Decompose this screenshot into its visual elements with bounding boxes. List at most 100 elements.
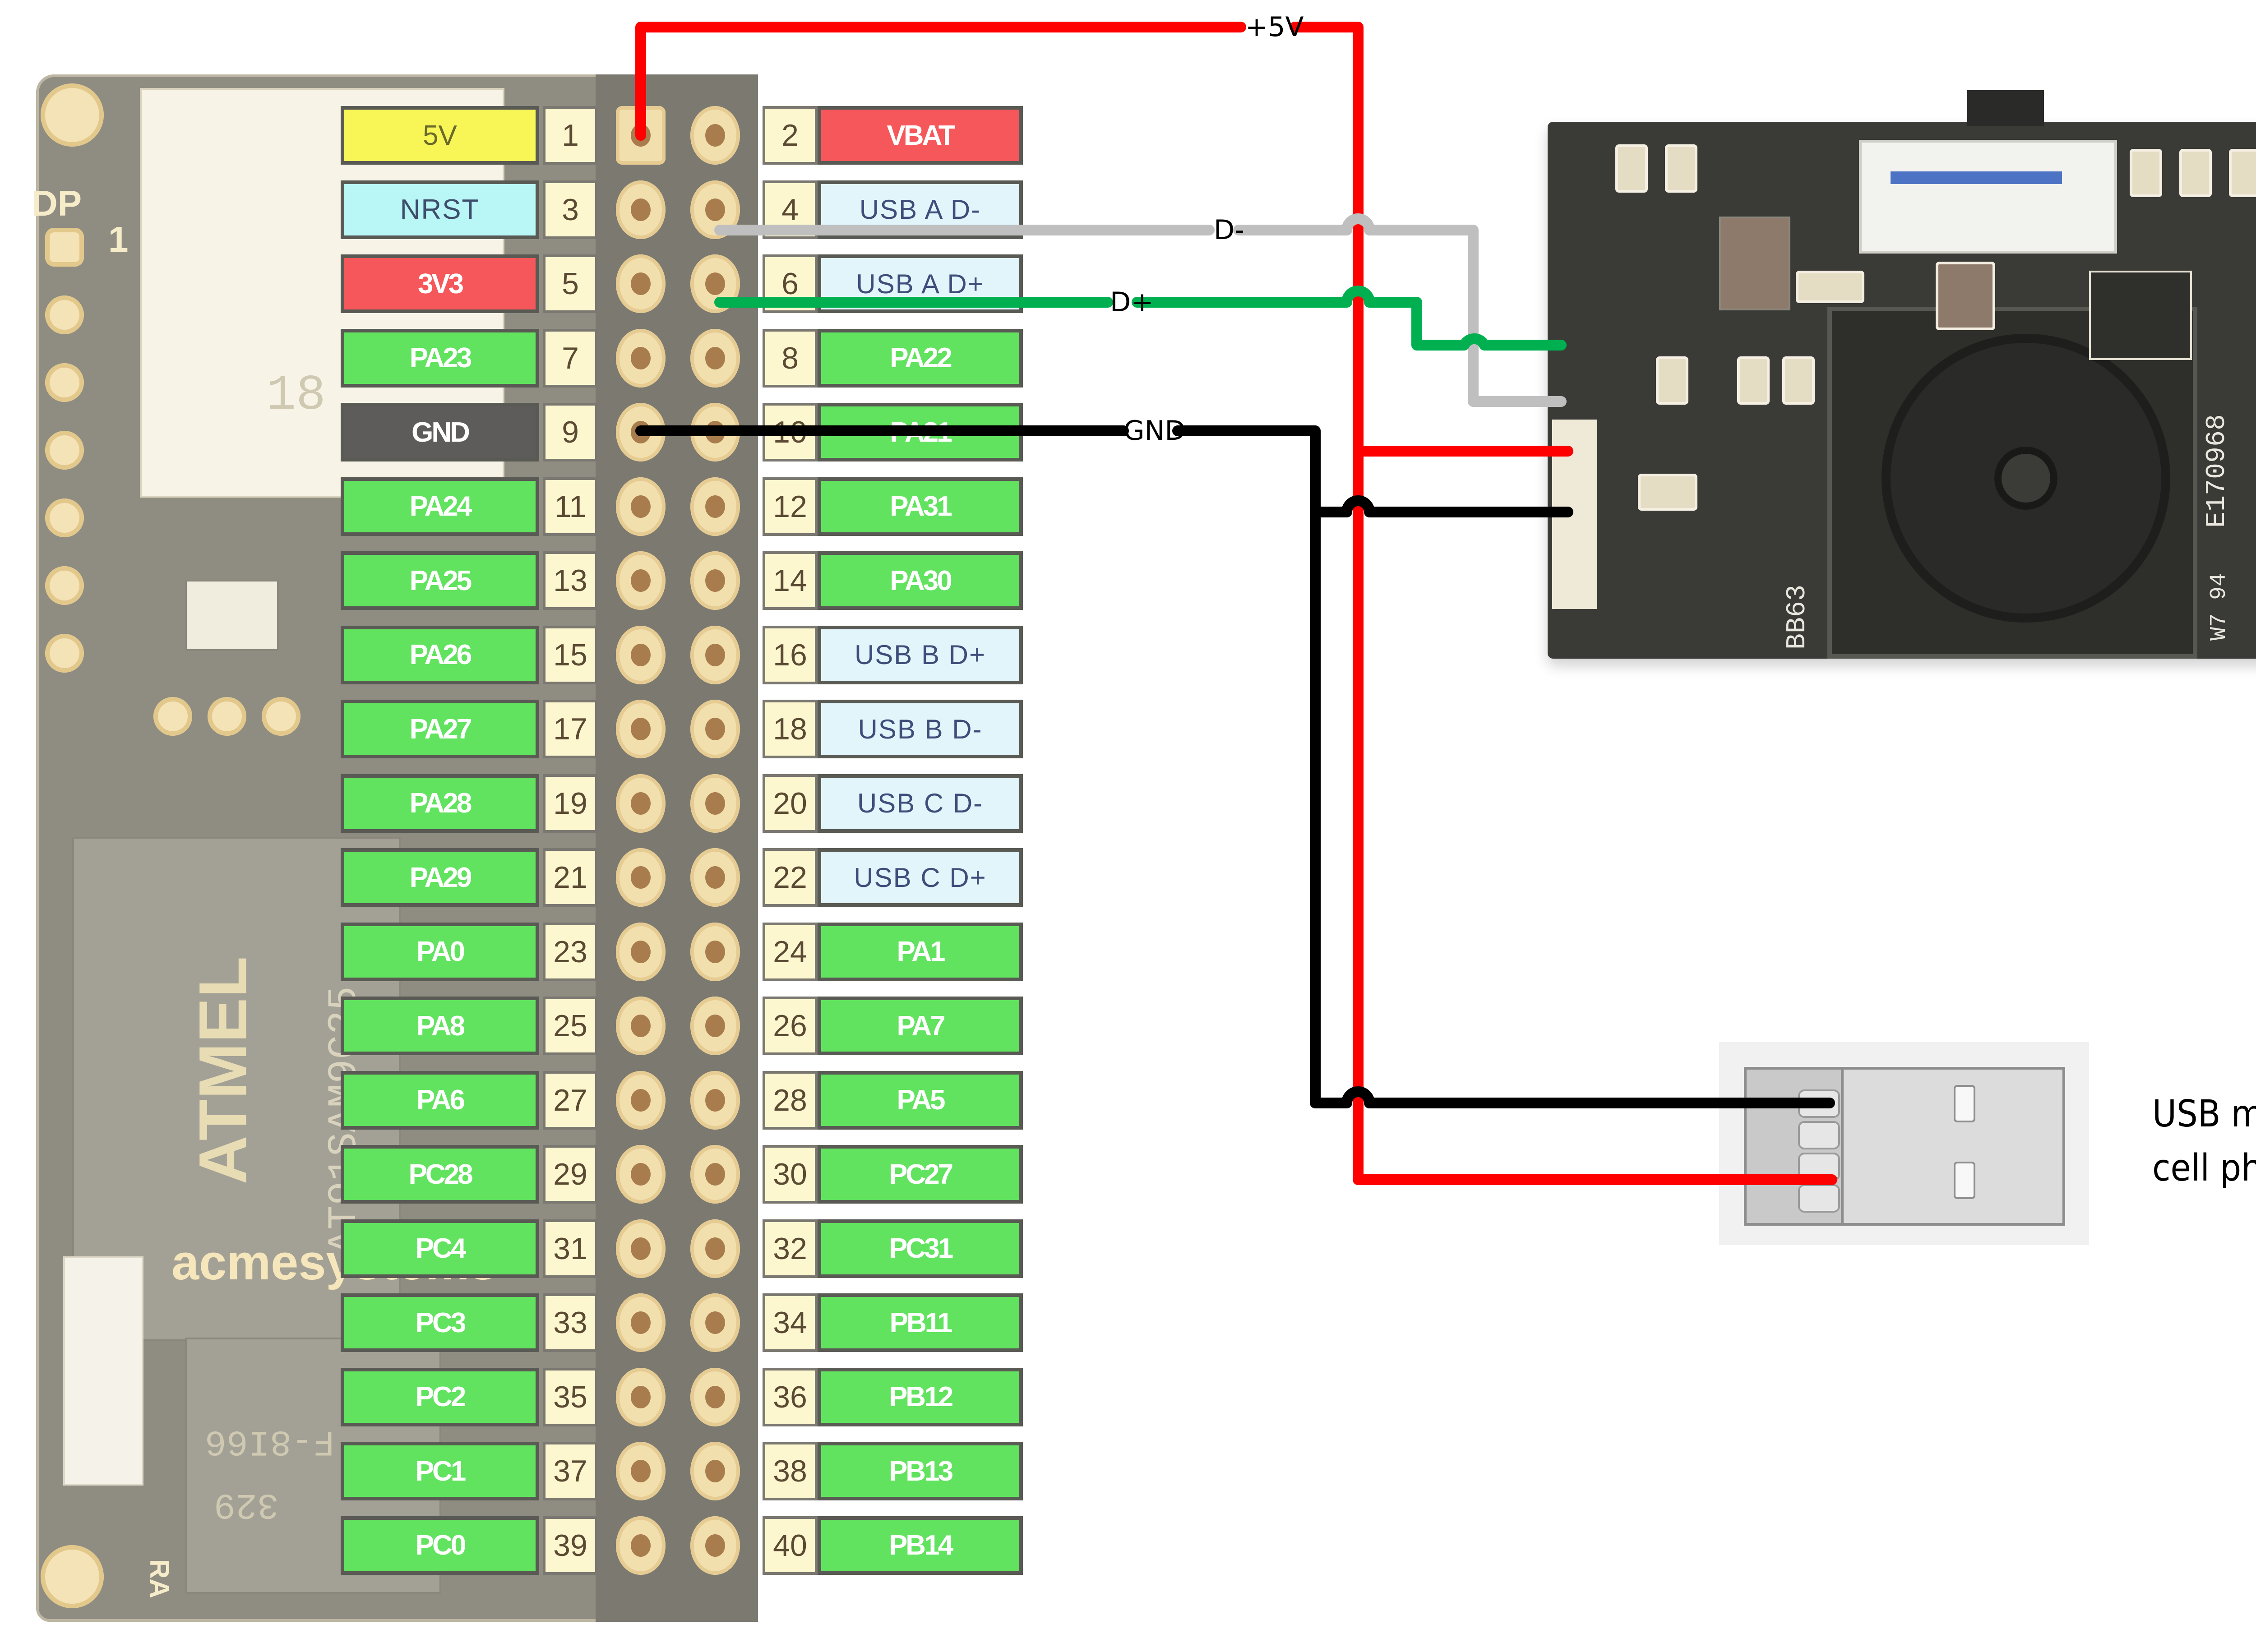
pin-name: PA0 bbox=[341, 922, 539, 981]
pin-number: 25 bbox=[543, 997, 598, 1055]
header-pin-24 bbox=[690, 922, 740, 981]
wire-dplus bbox=[714, 286, 1567, 351]
pin-name: PC1 bbox=[341, 1442, 539, 1500]
pin-number: 20 bbox=[763, 774, 818, 833]
pin-name: PC31 bbox=[818, 1219, 1023, 1278]
pin-number: 40 bbox=[763, 1516, 818, 1575]
header-pin-20 bbox=[690, 774, 740, 833]
pin-name: PA5 bbox=[818, 1071, 1023, 1130]
smd-component bbox=[1638, 474, 1697, 511]
slide-switch-knob bbox=[1967, 90, 2044, 126]
pin-number: 7 bbox=[543, 328, 598, 388]
edge-pad bbox=[45, 295, 84, 334]
smd-component bbox=[1782, 356, 1815, 405]
pin-name: PA26 bbox=[341, 625, 539, 684]
pin-name: PA31 bbox=[818, 477, 1023, 536]
pin-name: 5V bbox=[341, 106, 539, 165]
pin-number: 32 bbox=[763, 1219, 818, 1278]
usb-plug-slot bbox=[1954, 1085, 1975, 1122]
silk-one: 1 bbox=[108, 219, 129, 259]
pin-name: PB12 bbox=[818, 1367, 1023, 1426]
pin-number: 22 bbox=[763, 848, 818, 907]
pin-number: 27 bbox=[543, 1071, 598, 1130]
pin-number: 35 bbox=[543, 1367, 598, 1426]
pin-name: PA23 bbox=[341, 328, 539, 388]
pin-name: PC4 bbox=[341, 1219, 539, 1278]
wire-5v bbox=[635, 22, 1837, 1185]
pin-number: 37 bbox=[543, 1442, 598, 1500]
mount-hole-top bbox=[41, 83, 104, 147]
pin-number: 16 bbox=[763, 625, 818, 684]
pin-number: 15 bbox=[543, 625, 598, 684]
pin-name: NRST bbox=[341, 180, 539, 239]
header-pin-35 bbox=[616, 1367, 666, 1426]
header-pin-29 bbox=[616, 1145, 666, 1204]
pin-name: PA7 bbox=[818, 997, 1023, 1055]
wire-gnd bbox=[635, 425, 1835, 1108]
header-pin-11 bbox=[616, 477, 666, 536]
usb-caption-line2: cell phone charger bbox=[2152, 1147, 2256, 1190]
pin-name: PA1 bbox=[818, 922, 1023, 981]
pin-name: USB B D+ bbox=[818, 625, 1023, 684]
pin-number: 3 bbox=[543, 180, 598, 239]
header-pin-17 bbox=[616, 700, 666, 758]
wire-label-5v: +5V bbox=[1245, 11, 1304, 43]
pin-number: 9 bbox=[543, 403, 598, 461]
pin-name: PA28 bbox=[341, 774, 539, 833]
edge-pad bbox=[45, 431, 84, 470]
header-strip bbox=[596, 74, 758, 1622]
pin-number: 8 bbox=[763, 328, 818, 388]
header-pin-33 bbox=[616, 1293, 666, 1352]
pin-name: PA30 bbox=[818, 551, 1023, 610]
smd-component bbox=[1615, 144, 1648, 193]
usb-plug-body bbox=[1841, 1067, 2065, 1226]
pin-number: 30 bbox=[763, 1145, 818, 1204]
pin-name: PC0 bbox=[341, 1516, 539, 1575]
usb-plug-slot bbox=[1954, 1162, 1975, 1199]
header-pin-23 bbox=[616, 922, 666, 981]
pin-name: PA29 bbox=[341, 848, 539, 907]
usb-caption-line1: USB male plug to bbox=[2152, 1093, 2256, 1135]
regulator-ic bbox=[2089, 271, 2192, 360]
header-pin-2 bbox=[690, 106, 740, 165]
header-pin-16 bbox=[690, 625, 740, 684]
header-pin-39 bbox=[616, 1516, 666, 1575]
header-pin-34 bbox=[690, 1293, 740, 1352]
pin-name: PB11 bbox=[818, 1293, 1023, 1352]
pin-name: PC28 bbox=[341, 1145, 539, 1204]
pin-name: GND bbox=[341, 403, 539, 461]
sd-marking: 18 bbox=[266, 368, 326, 424]
pin-name: PC3 bbox=[341, 1293, 539, 1352]
header-pin-5 bbox=[616, 254, 666, 313]
pin-number: 18 bbox=[763, 700, 818, 758]
pin-number: 34 bbox=[763, 1293, 818, 1352]
pin-number: 1 bbox=[543, 106, 598, 165]
pin-name: PA25 bbox=[341, 551, 539, 610]
pin-name: PA24 bbox=[341, 477, 539, 536]
edge-pad bbox=[45, 634, 84, 673]
crystal-oscillator bbox=[1719, 217, 1790, 310]
edge-pad bbox=[45, 498, 84, 537]
pin-name: PA27 bbox=[341, 700, 539, 758]
header-pin-28 bbox=[690, 1071, 740, 1130]
edge-pad bbox=[153, 697, 192, 736]
wire-label-gnd: GND bbox=[1123, 415, 1186, 447]
header-pin-12 bbox=[690, 477, 740, 536]
mount-hole-bottom bbox=[41, 1545, 104, 1608]
header-pin-21 bbox=[616, 848, 666, 907]
pin-name: PC27 bbox=[818, 1145, 1023, 1204]
